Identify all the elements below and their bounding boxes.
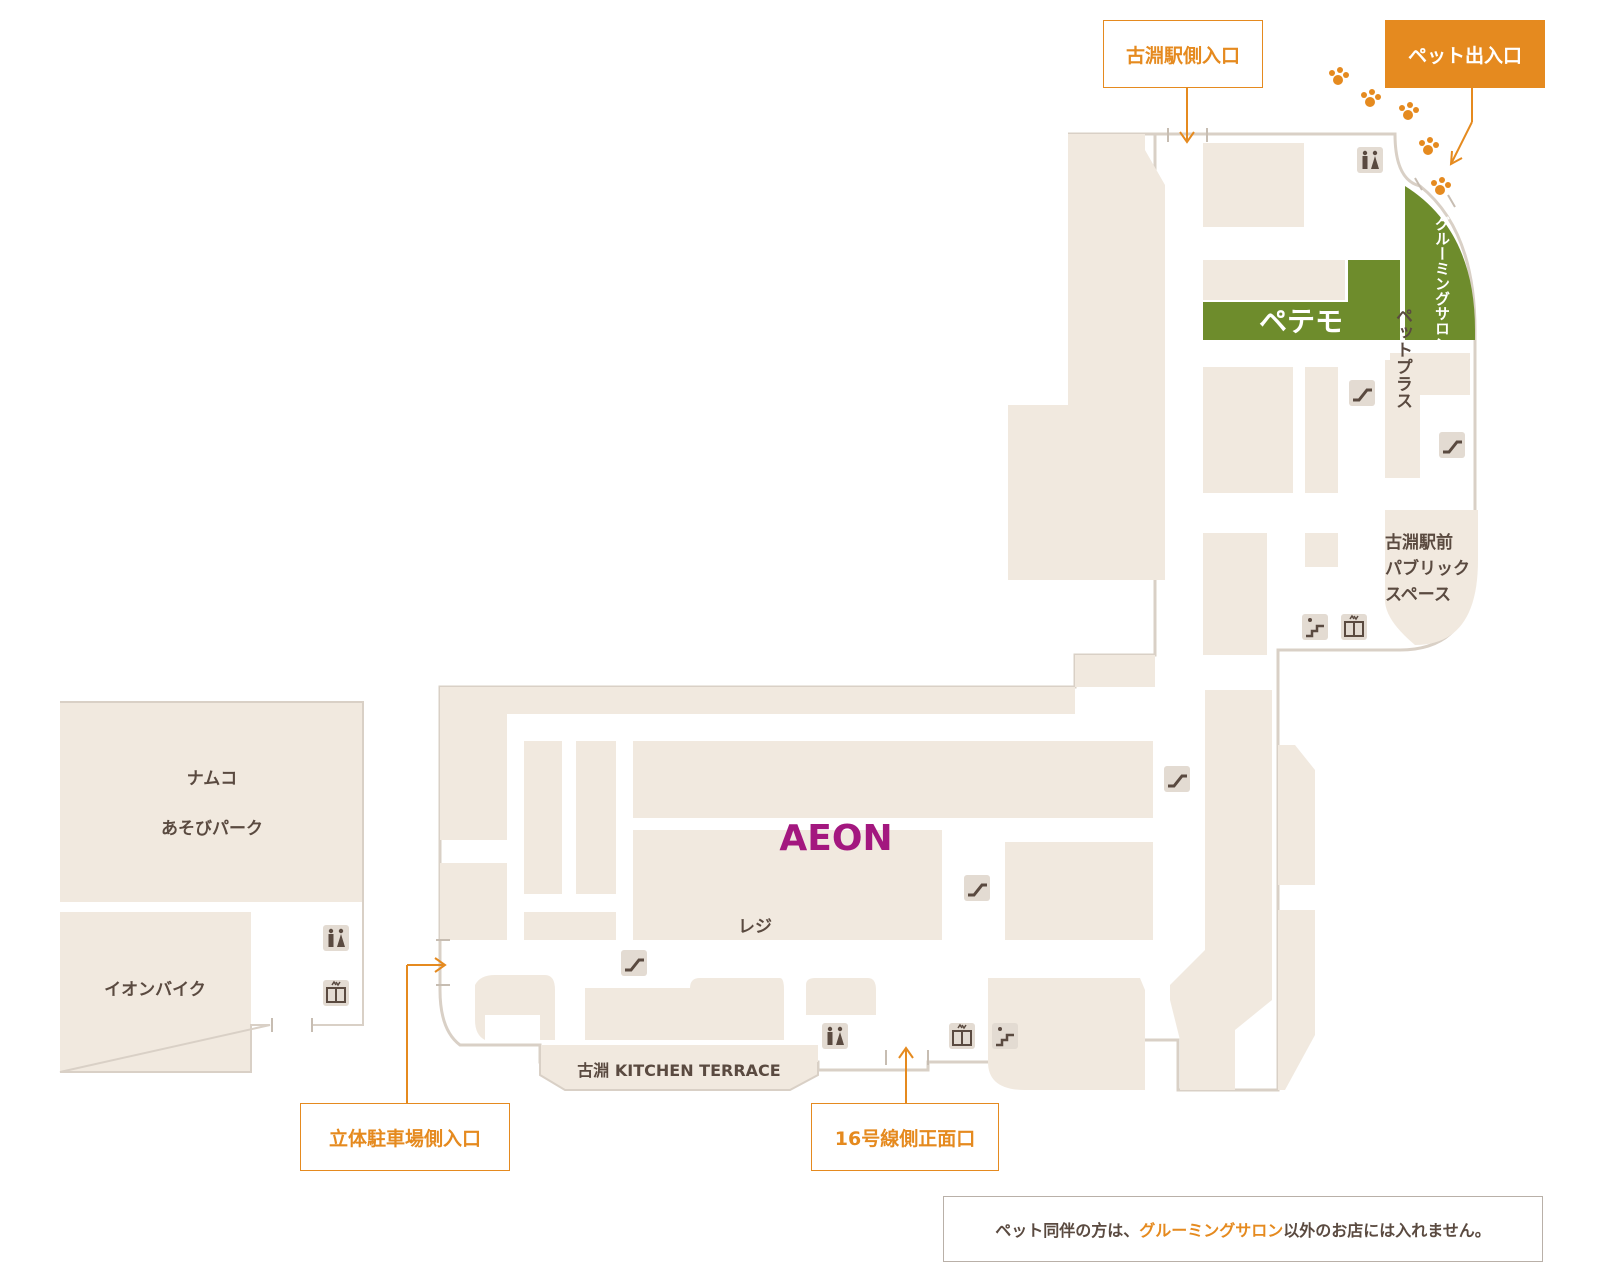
shop-block xyxy=(1203,260,1345,300)
shop-block xyxy=(1305,367,1338,493)
petemo-shop-lower[interactable] xyxy=(1203,302,1400,340)
shop-block xyxy=(1385,360,1420,478)
restroom-icon xyxy=(822,1023,848,1049)
entrance-arrows xyxy=(406,88,1473,1108)
notice-prefix: ペット同伴の方は、 xyxy=(995,1221,1140,1240)
shop-block xyxy=(1278,745,1315,885)
namco-label-2: あそびパーク xyxy=(161,819,263,839)
escalator-icon xyxy=(1164,766,1190,792)
shop-block xyxy=(988,978,1145,1050)
shop-block xyxy=(1008,134,1165,580)
pet-shops xyxy=(1203,186,1475,340)
shop-block xyxy=(633,741,1153,818)
pet-notice: ペット同伴の方は、グルーミングサロン以外のお店には入れません。 xyxy=(943,1196,1543,1262)
escalator-icon xyxy=(1349,380,1375,406)
shop-block xyxy=(524,912,616,940)
shop-block xyxy=(1385,510,1478,645)
elevator-icon xyxy=(1341,614,1367,640)
route16-entrance-label[interactable]: 16号線側正面口 xyxy=(811,1103,999,1171)
paw-icon xyxy=(1419,137,1439,155)
shop-block xyxy=(524,741,562,894)
grooming-label: グルーミングサロン xyxy=(1433,216,1451,351)
aeon-logo[interactable]: AEON xyxy=(779,818,892,859)
shop-block xyxy=(806,978,876,1015)
shop-block xyxy=(1005,842,1153,940)
paw-icon xyxy=(1431,177,1451,195)
shop-block xyxy=(988,1025,1145,1090)
shop-block xyxy=(60,912,251,1072)
elevator-icon xyxy=(323,980,349,1006)
shop-block xyxy=(440,714,507,840)
paw-icon xyxy=(1399,102,1419,120)
public-space-label-1: 古淵駅前 xyxy=(1385,532,1453,553)
paw-prints xyxy=(1329,67,1451,195)
paw-icon xyxy=(1361,89,1381,107)
kitchen-terrace-label: 古淵 KITCHEN TERRACE xyxy=(577,1061,780,1080)
shop-block xyxy=(1203,367,1293,493)
store-labels: AEON ペテモ レジ 古淵 KITCHEN TERRACE ナムコ あそびパー… xyxy=(104,216,1470,1080)
facility-icons xyxy=(323,147,1465,1049)
shop-block xyxy=(440,863,507,940)
notice-suffix: 以外のお店には入れません。 xyxy=(1283,1221,1491,1240)
stairs-icon xyxy=(1302,614,1328,640)
elevator-icon xyxy=(949,1023,975,1049)
escalator-icon xyxy=(621,950,647,976)
restroom-icon xyxy=(323,925,349,951)
stairs-icon xyxy=(992,1023,1018,1049)
kitchen-terrace-area xyxy=(540,1045,818,1090)
shop-tiles xyxy=(60,134,1478,1090)
shop-block xyxy=(585,978,784,1040)
petplus-label: ペットプラス xyxy=(1392,307,1413,409)
grooming-salon-shop[interactable] xyxy=(1405,186,1475,340)
escalator-icon xyxy=(964,875,990,901)
shop-block xyxy=(440,687,1075,714)
public-space-label-2: パブリック xyxy=(1385,558,1470,579)
escalator-icon xyxy=(1439,432,1465,458)
shop-block xyxy=(60,702,363,902)
aeon-bike-label: イオンバイク xyxy=(104,980,206,1000)
shop-block xyxy=(1203,143,1304,227)
shop-block xyxy=(1170,690,1272,1090)
namco-label: ナムコ xyxy=(187,769,238,789)
register-label: レジ xyxy=(738,917,772,937)
shop-block xyxy=(633,914,873,940)
station-entrance-label[interactable]: 古淵駅側入口 xyxy=(1103,20,1263,88)
notice-highlight: グルーミングサロン xyxy=(1139,1221,1284,1240)
shop-block xyxy=(576,741,616,894)
shop-block xyxy=(1278,910,1315,1090)
shop-block xyxy=(1203,533,1267,655)
restroom-icon xyxy=(1357,147,1383,173)
shop-block xyxy=(633,830,942,940)
paw-icon xyxy=(1329,67,1349,85)
shop-block xyxy=(1305,533,1338,567)
pet-entrance-label[interactable]: ペット出入口 xyxy=(1385,20,1545,88)
shop-block xyxy=(475,975,555,1040)
shop-block xyxy=(1075,655,1155,687)
parking-entrance-label[interactable]: 立体駐車場側入口 xyxy=(300,1103,510,1171)
public-space-label-3: スペース xyxy=(1385,585,1451,605)
petemo-label: ペテモ xyxy=(1259,305,1343,338)
